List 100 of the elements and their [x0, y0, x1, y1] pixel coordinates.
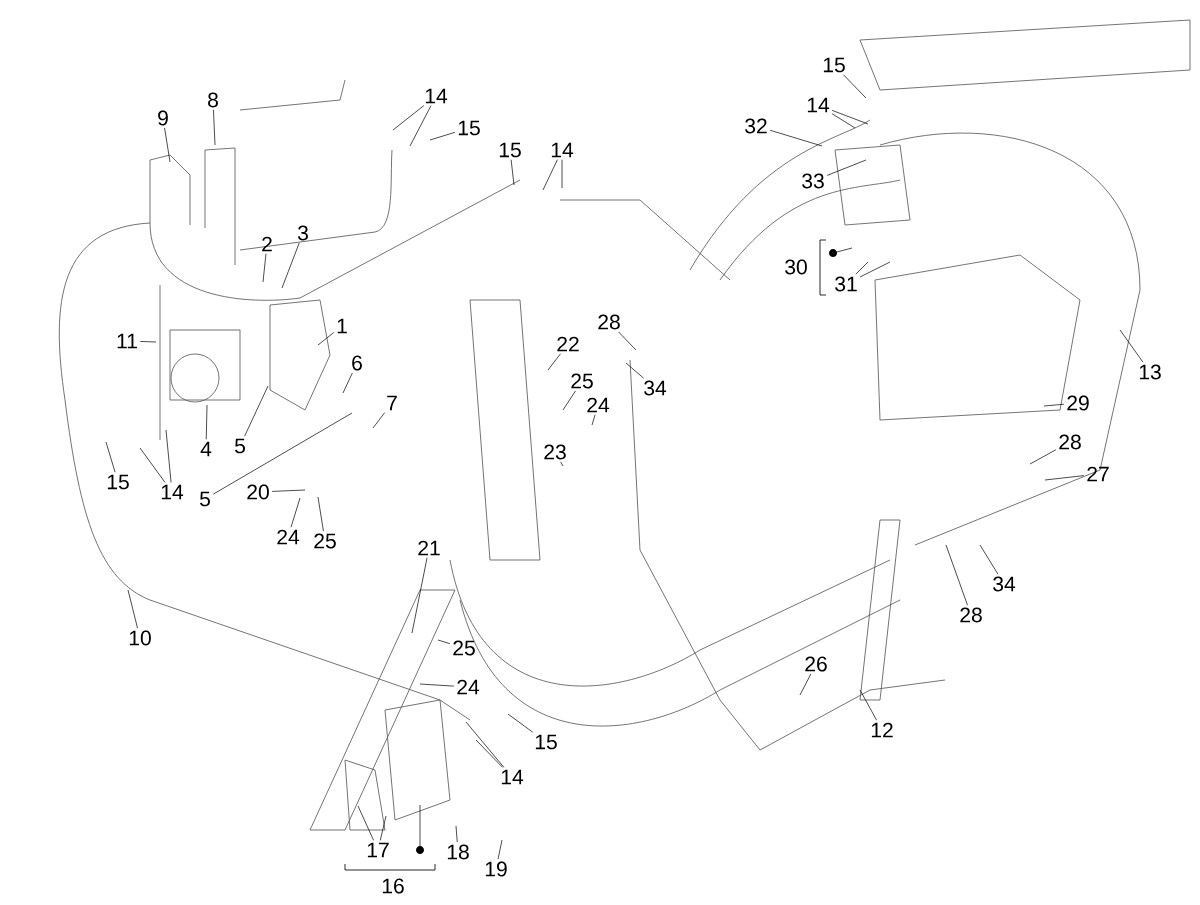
leader-line [105, 441, 116, 473]
leader-line [411, 557, 428, 634]
callout-number: 24 [587, 397, 610, 413]
leader-line [560, 461, 564, 467]
callout-number: 24 [277, 529, 300, 545]
leader-line [561, 159, 563, 189]
callout-number: 3 [297, 225, 308, 241]
leader-line [562, 390, 576, 411]
leader-line [140, 341, 157, 343]
callout-number: 25 [571, 373, 593, 389]
leader-line [392, 105, 425, 131]
leader-line [164, 127, 171, 163]
leader-line [455, 825, 458, 843]
leader-line [127, 589, 138, 629]
leader-line [317, 332, 335, 346]
callout-number: 15 [458, 120, 480, 136]
leader-line [769, 129, 823, 147]
callout-number: 15 [535, 734, 557, 750]
leader-line [281, 242, 300, 289]
callout-number: 14 [501, 769, 524, 785]
leader-line [831, 113, 856, 129]
callout-number: 12 [871, 722, 893, 738]
leader-line [139, 447, 166, 483]
callout-number: 14 [161, 484, 184, 500]
leader-line [465, 721, 505, 768]
callout-number: 33 [802, 173, 824, 189]
callout-number: 25 [453, 640, 475, 656]
callout-number: 15 [823, 57, 845, 73]
leader-line [859, 689, 877, 721]
leader-line [372, 412, 386, 429]
leader-line [262, 253, 267, 283]
callout-number: 2 [262, 236, 272, 252]
leader-line [510, 159, 515, 186]
callout-number: 8 [208, 92, 218, 108]
callout-number: 30 [785, 259, 807, 275]
leader-line [625, 362, 644, 379]
callout-number: 6 [352, 355, 362, 371]
leader-line [165, 429, 172, 483]
callout-number: 21 [418, 540, 440, 556]
leader-line [843, 74, 867, 99]
leader-line [507, 713, 534, 733]
callout-number: 4 [200, 441, 212, 457]
leader-line [855, 261, 869, 275]
leader-line [419, 683, 455, 687]
leader-line [979, 544, 999, 575]
leader-line [618, 331, 637, 351]
callout-number: 1 [337, 318, 347, 334]
callout-number: 19 [485, 861, 507, 877]
leader-line [317, 496, 324, 532]
callout-number: 28 [1059, 434, 1081, 450]
callout-number: 15 [499, 142, 521, 158]
leader-line [542, 159, 558, 191]
callout-number: 22 [557, 336, 579, 352]
leader-line [290, 497, 301, 528]
callout-number: 23 [544, 444, 566, 460]
leader-line [271, 489, 306, 492]
leader-line [409, 105, 432, 147]
callout-number: 31 [835, 276, 857, 292]
leader-line [945, 544, 968, 606]
leader-line [859, 261, 891, 278]
leader-line [1119, 329, 1144, 363]
callout-number: 34 [993, 576, 1016, 592]
leader-line [244, 385, 269, 437]
callout-number: 26 [805, 656, 827, 672]
leader-line [799, 673, 812, 696]
callout-number: 7 [387, 395, 397, 411]
callout-number: 15 [107, 474, 129, 490]
leader-line [357, 805, 374, 841]
callout-number: 28 [598, 314, 620, 330]
leader-line [213, 109, 216, 146]
callout-number: 9 [158, 110, 168, 126]
leader-line [1029, 449, 1057, 465]
callout-number: 13 [1139, 364, 1161, 380]
leader-line [1043, 403, 1065, 407]
callout-number: 34 [644, 380, 667, 396]
leader-line [826, 159, 867, 176]
leader-line [437, 639, 451, 644]
callout-number: 29 [1067, 395, 1089, 411]
leader-line [831, 110, 869, 125]
callout-number: 27 [1087, 466, 1109, 482]
leader-line [475, 739, 503, 768]
callout-number: 5 [200, 491, 210, 507]
callout-number: 16 [382, 878, 404, 894]
leader-line [429, 132, 456, 141]
callout-number: 20 [247, 484, 269, 500]
leader-line [379, 815, 387, 841]
leader-line [547, 353, 561, 371]
leader-line [205, 404, 208, 440]
callout-number: 17 [367, 842, 389, 858]
leader-line [212, 412, 353, 495]
callout-number: 11 [117, 333, 137, 349]
callout-number: 14 [807, 97, 830, 113]
callout-number: 14 [551, 142, 574, 158]
callout-number: 25 [314, 533, 336, 549]
leader-line [497, 839, 503, 860]
callout-number: 32 [745, 118, 767, 134]
callout-number: 18 [447, 844, 469, 860]
leader-line [1044, 475, 1085, 481]
leader-line [342, 372, 353, 394]
leader-line [591, 414, 596, 426]
